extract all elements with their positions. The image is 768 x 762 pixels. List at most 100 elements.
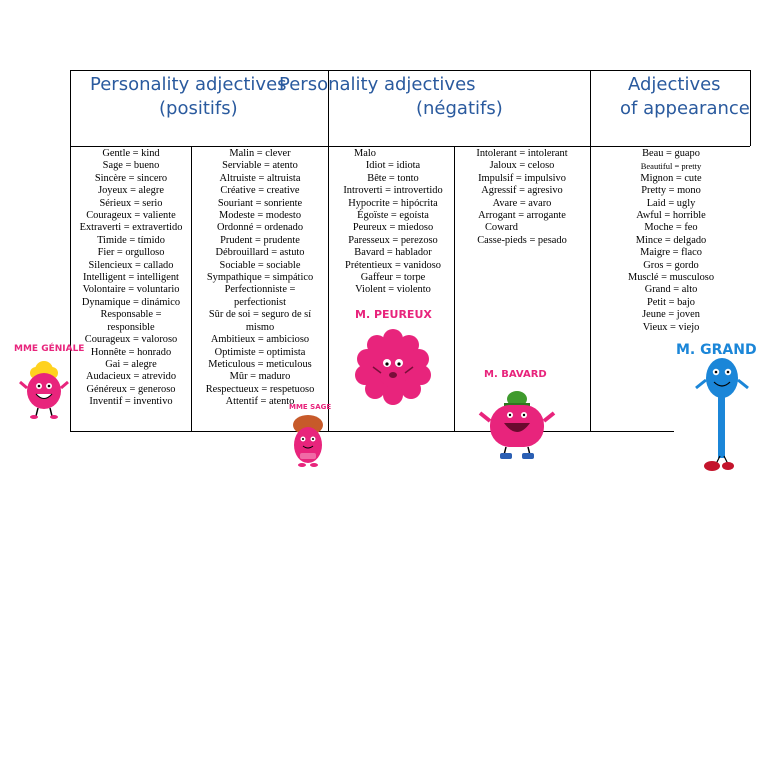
list-item: Modeste = modesto	[218, 210, 302, 222]
m-grand-illustration	[695, 358, 749, 471]
list-item: Mûr = maduro	[229, 371, 291, 383]
list-item: Meticulous = meticulous	[208, 358, 312, 370]
list-item: Sociable = sociable	[219, 259, 301, 271]
table-left-border	[70, 70, 71, 432]
list-item: Sage = bueno	[102, 160, 160, 172]
list-item: Hypocrite = hipócrita	[348, 197, 438, 209]
list-item: Audacieux = atrevido	[85, 371, 177, 383]
header-positive-line2: (positifs)	[159, 98, 238, 119]
list-item: Perfectionniste =	[224, 284, 296, 296]
list-item: Malin = clever	[229, 148, 291, 159]
header-divider	[70, 146, 750, 147]
list-item: Sérieux = serio	[99, 197, 163, 209]
list-item: Malo	[354, 148, 376, 159]
col-divider-2	[328, 70, 329, 432]
list-item: Gaffeur = torpe	[360, 272, 426, 284]
list-item: Respectueux = respetuoso	[205, 383, 315, 395]
list-item: Bavard = hablador	[354, 247, 432, 259]
list-item: Avare = avaro	[492, 197, 552, 209]
m-bavard-illustration	[478, 391, 556, 459]
table-bottom-border	[70, 431, 674, 432]
list-item: Extraverti = extravertido	[79, 222, 183, 234]
list-item: Vieux = viejo	[642, 321, 700, 333]
mme-sage-illustration	[293, 415, 323, 467]
list-item: Prétentieux = vanidoso	[345, 259, 441, 271]
list-item: Sympathique = simpático	[206, 272, 314, 284]
list-item: Souriant = sonriente	[217, 197, 303, 209]
list-item: Mignon = cute	[640, 172, 702, 184]
list-item: Créative = creative	[220, 185, 300, 197]
list-item: Gros = gordo	[643, 259, 699, 271]
table-right-border	[750, 70, 751, 146]
col-divider-1	[191, 146, 192, 432]
m-peureux-label: M. PEUREUX	[355, 308, 432, 321]
list-item: Petit = bajo	[647, 296, 695, 308]
list-item: Grand = alto	[644, 284, 698, 296]
list-item: Bête = tonto	[367, 172, 419, 184]
list-item: responsible	[107, 321, 155, 333]
list-item: Ambitieux = ambicioso	[210, 334, 310, 346]
list-item: Timide = tímido	[97, 234, 165, 246]
list-item: Sincère = sincero	[94, 172, 168, 184]
list-item: Serviable = atento	[222, 160, 298, 172]
list-item: Violent = violento	[355, 284, 431, 296]
list-item: Musclé = musculoso	[627, 272, 715, 284]
col-divider-3	[454, 146, 455, 432]
col-divider-4	[590, 70, 591, 432]
list-item: Arrogant = arrogante	[478, 210, 566, 222]
list-item: Joyeux = alegre	[98, 185, 164, 197]
list-item: Mince = delgado	[635, 234, 707, 246]
list-item: Silencieux = callado	[88, 259, 174, 271]
list-item: Courageux = valoroso	[84, 334, 178, 346]
header-negative-line1: Personality adjectives	[279, 74, 476, 95]
list-item: Inventif = inventivo	[89, 396, 173, 408]
m-bavard-label: M. BAVARD	[484, 369, 547, 380]
list-item: Ordonné = ordenado	[216, 222, 304, 234]
list-item: Agressif = agresivo	[481, 185, 563, 197]
list-item: Impulsif = impulsivo	[478, 172, 566, 184]
list-item: Maigre = flaco	[640, 247, 702, 259]
header-appearance-line2: of appearance	[620, 98, 750, 119]
mme-sage-label: MME SAGE	[289, 403, 332, 411]
list-item: Moche = feo	[644, 222, 698, 234]
list-item: Awful = horrible	[636, 210, 706, 222]
header-negative-line2: (négatifs)	[416, 98, 503, 119]
appearance-column: Beau = guapo Beautiful = pretty Mignon =…	[592, 148, 750, 334]
list-item: Prudent = prudente	[220, 234, 300, 246]
mme-geniale-illustration	[19, 361, 69, 419]
m-peureux-illustration	[355, 329, 431, 405]
list-item: Gai = alegre	[105, 358, 157, 370]
list-item: Idiot = idiota	[365, 160, 421, 172]
negative-column-b: Intolerant = intolerant Jaloux = celoso …	[457, 148, 587, 247]
header-appearance-line1: Adjectives	[628, 74, 721, 95]
list-item: Casse-pieds = pesado	[477, 234, 567, 246]
list-item: Fier = orgulloso	[97, 247, 165, 259]
list-item: Intolerant = intolerant	[476, 148, 568, 159]
list-item: Intelligent = intelligent	[83, 272, 179, 284]
list-item: Paresseux = perezoso	[348, 234, 438, 246]
m-grand-label: M. GRAND	[676, 342, 757, 358]
list-item: Volontaire = voluntario	[82, 284, 180, 296]
negative-column-a: Malo Idiot = idiota Bête = tonto Introve…	[332, 148, 454, 297]
list-item: perfectionist	[234, 296, 286, 308]
list-item: Introverti = introvertido	[343, 185, 443, 197]
header-positive-line1: Personality adjectives	[90, 74, 287, 95]
list-item: Jaloux = celoso	[489, 160, 555, 172]
list-item: Beautiful = pretty	[640, 161, 702, 172]
list-item: Coward	[485, 222, 518, 234]
mme-geniale-label: MME GÉNIALE	[14, 344, 85, 354]
list-item: Laid = ugly	[646, 197, 696, 209]
list-item: Pretty = mono	[641, 185, 701, 197]
list-item: Responsable =	[100, 309, 162, 321]
list-item: Altruiste = altruista	[219, 172, 301, 184]
list-item: Dynamique = dinámico	[81, 296, 181, 308]
list-item: Égoïste = egoísta	[357, 210, 429, 222]
vocabulary-table: Personality adjectives (positifs) Person…	[70, 70, 751, 432]
list-item: Sûr de soi = seguro de sí mismo	[208, 309, 312, 333]
list-item: Jeune = joven	[642, 309, 700, 321]
list-item: Beau = guapo	[642, 148, 700, 159]
list-item: Généreux = generoso	[86, 383, 176, 395]
positive-column-a: Gentle = kind Sage = bueno Sincère = sin…	[72, 148, 190, 409]
list-item: Peureux = miedoso	[352, 222, 434, 234]
list-item: Optimiste = optimista	[214, 346, 306, 358]
